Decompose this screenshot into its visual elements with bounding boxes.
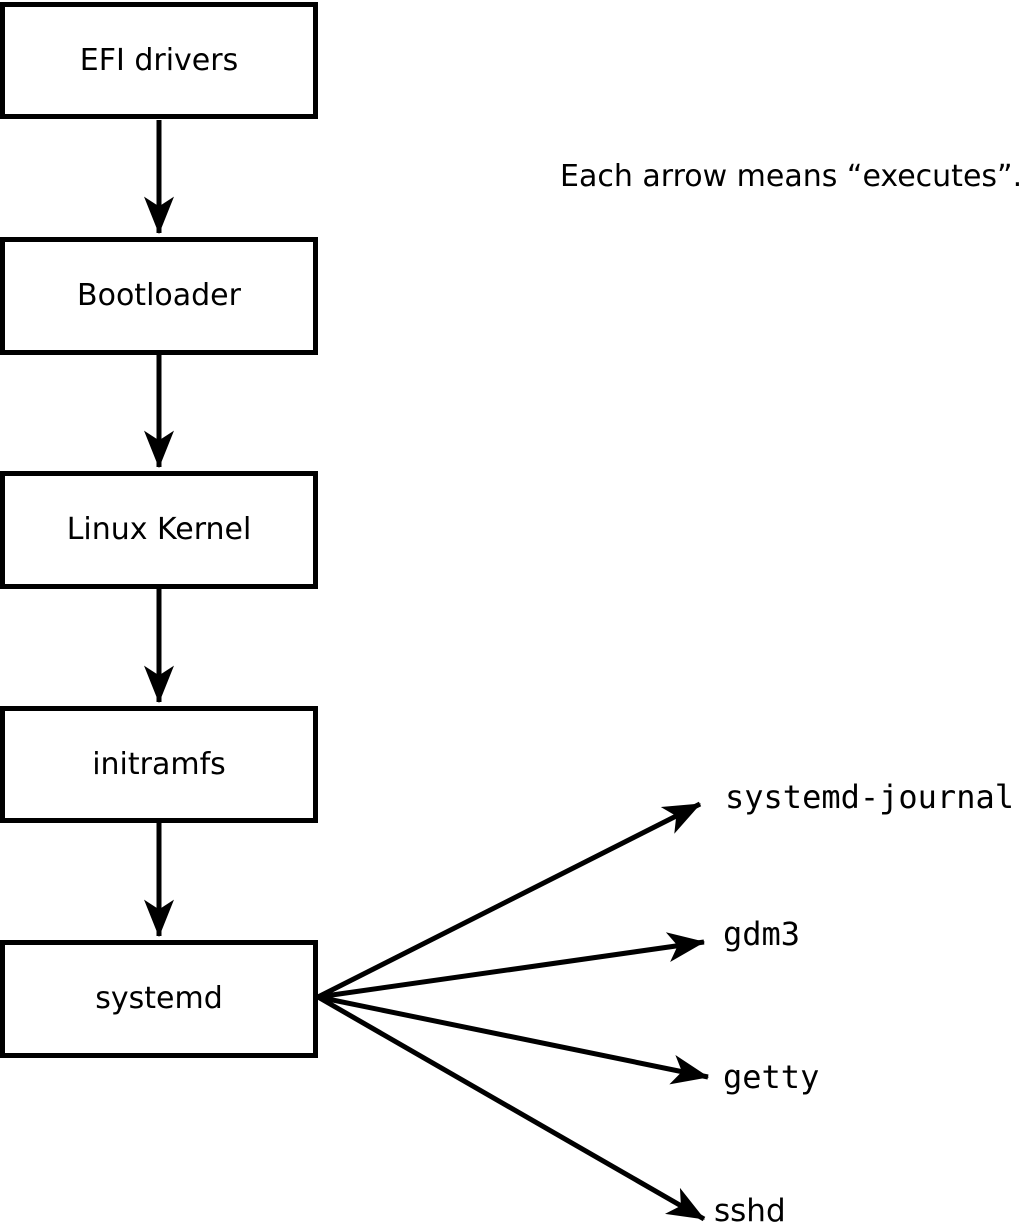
arrow-systemd-to-journal: [316, 801, 702, 1000]
note-arrow-meaning: Each arrow means “executes”.: [560, 159, 1023, 194]
child-gdm3: gdm3: [723, 915, 801, 953]
child-getty: getty: [723, 1058, 820, 1096]
arrow-systemd-to-getty: [317, 994, 710, 1085]
arrow-systemd-to-sshd: [316, 994, 706, 1222]
node-bootloader: Bootloader: [0, 237, 318, 355]
child-systemd-journal: systemd-journal: [725, 778, 1014, 816]
node-bootloader-label: Bootloader: [77, 278, 241, 313]
node-systemd: systemd: [0, 940, 318, 1058]
node-initramfs: initramfs: [0, 706, 318, 823]
node-linux-kernel: Linux Kernel: [0, 471, 318, 589]
arrow-systemd-to-gdm3: [317, 932, 706, 1000]
node-systemd-label: systemd: [95, 981, 223, 1016]
node-linux-kernel-label: Linux Kernel: [66, 512, 252, 547]
node-initramfs-label: initramfs: [92, 746, 226, 782]
node-efi-drivers-label: EFI drivers: [79, 42, 239, 78]
child-sshd: sshd: [714, 1193, 786, 1229]
node-efi-drivers: EFI drivers: [0, 2, 318, 119]
